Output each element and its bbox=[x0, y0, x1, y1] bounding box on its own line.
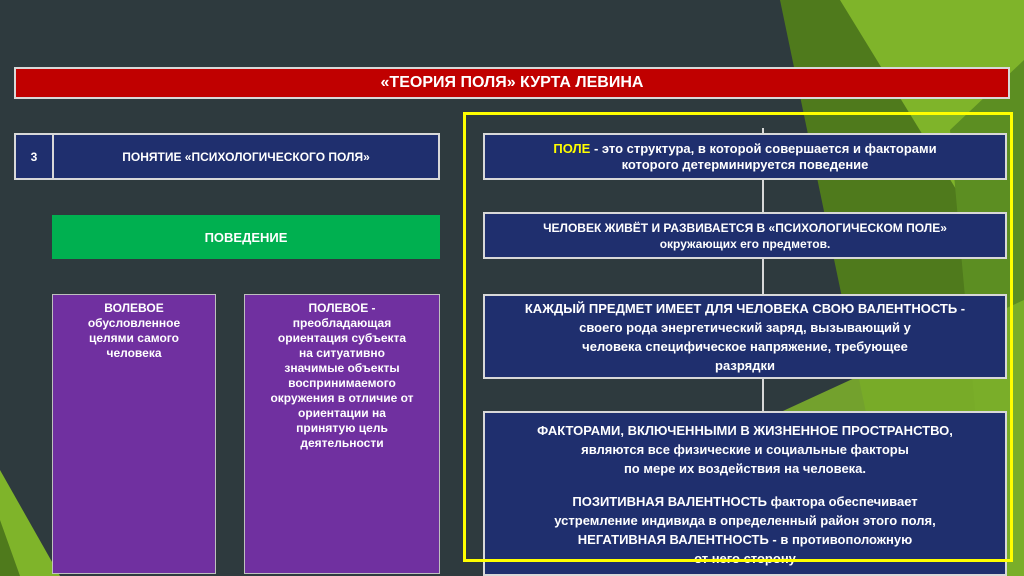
lives-line: окружающих его предметов. bbox=[659, 236, 831, 251]
valence-factor-line: ПОЗИТИВНАЯ ВАЛЕНТНОСТЬ фактора обеспечив… bbox=[572, 494, 918, 509]
factors-line: ФАКТОРАМИ, ВКЛЮЧЕННЫМИ В ЖИЗНЕННОЕ ПРОСТ… bbox=[537, 423, 953, 438]
valence-box: КАЖДЫЙ ПРЕДМЕТ ИМЕЕТ ДЛЯ ЧЕЛОВЕКА СВОЮ В… bbox=[483, 294, 1007, 379]
field-line: на ситуативно bbox=[299, 346, 385, 360]
behavior-heading: ПОВЕДЕНИЕ bbox=[52, 215, 440, 259]
valence-line: разрядки bbox=[715, 357, 775, 373]
valence-factor-line: устремление индивида в определенный райо… bbox=[554, 513, 936, 528]
field-line: воспринимаемого bbox=[288, 376, 396, 390]
psychological-field-box: ЧЕЛОВЕК ЖИВЁТ И РАЗВИВАЕТСЯ В «ПСИХОЛОГИ… bbox=[483, 212, 1007, 259]
field-term: ПОЛЕ bbox=[553, 140, 591, 156]
field-behavior-box: ПОЛЕВОЕ - преобладающая ориентация субъе… bbox=[244, 294, 440, 574]
field-definition-text-2: которого детерминируется поведение bbox=[621, 156, 869, 172]
field-line: ориентация субъекта bbox=[277, 331, 407, 345]
field-line: принятую цель bbox=[296, 421, 388, 435]
valence-factor-line: от него сторону bbox=[694, 551, 796, 566]
field-line: значимые объекты bbox=[284, 361, 400, 375]
valence-line: своего рода энергетический заряд, вызыва… bbox=[579, 319, 911, 335]
volitional-behavior-box: ВОЛЕВОЕ обусловленное целями самого чело… bbox=[52, 294, 216, 574]
field-definition-text: - это структура, в которой совершается и… bbox=[590, 140, 937, 156]
highlight-frame bbox=[463, 112, 1013, 562]
lives-line: ЧЕЛОВЕК ЖИВЁТ И РАЗВИВАЕТСЯ В «ПСИХОЛОГИ… bbox=[543, 220, 947, 235]
volitional-line: ВОЛЕВОЕ bbox=[104, 301, 164, 315]
section-number: 3 bbox=[14, 133, 54, 180]
valence-factor-line: НЕГАТИВНАЯ ВАЛЕНТНОСТЬ - в противоположн… bbox=[577, 532, 913, 547]
page-title: «ТЕОРИЯ ПОЛЯ» КУРТА ЛЕВИНА bbox=[14, 67, 1010, 99]
factors-box: ФАКТОРАМИ, ВКЛЮЧЕННЫМИ В ЖИЗНЕННОЕ ПРОСТ… bbox=[483, 411, 1007, 576]
factors-line: являются все физические и социальные фак… bbox=[581, 442, 909, 457]
volitional-line: человека bbox=[106, 346, 162, 360]
field-line: преобладающая bbox=[292, 316, 392, 330]
field-line: ПОЛЕВОЕ - bbox=[308, 301, 376, 315]
field-line: деятельности bbox=[300, 436, 384, 450]
valence-line: КАЖДЫЙ ПРЕДМЕТ ИМЕЕТ ДЛЯ ЧЕЛОВЕКА СВОЮ В… bbox=[524, 300, 966, 316]
valence-line: человека специфическое напряжение, требу… bbox=[582, 338, 908, 354]
volitional-line: обусловленное bbox=[87, 316, 181, 330]
volitional-line: целями самого bbox=[89, 331, 179, 345]
concept-heading: ПОНЯТИЕ «ПСИХОЛОГИЧЕСКОГО ПОЛЯ» bbox=[52, 133, 440, 180]
field-definition-box: ПОЛЕ - это структура, в которой совершае… bbox=[483, 133, 1007, 180]
field-line: ориентации на bbox=[298, 406, 386, 420]
field-line: окружения в отличие от bbox=[270, 391, 414, 405]
factors-line: по мере их воздействия на человека. bbox=[623, 461, 867, 476]
